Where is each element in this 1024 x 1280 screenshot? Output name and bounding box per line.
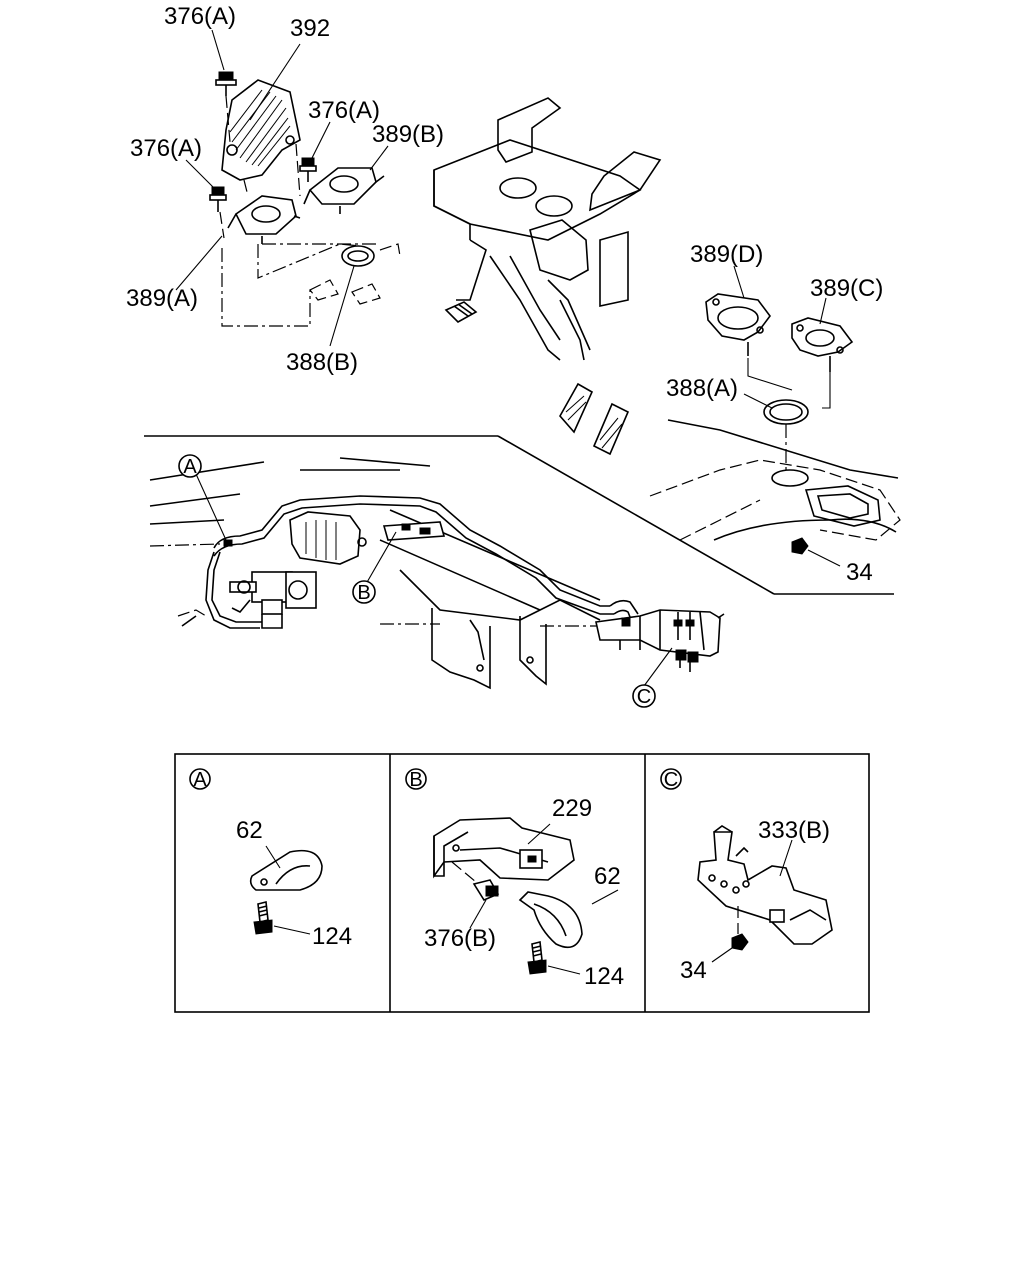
cover-392: [221, 79, 301, 181]
detail-b-letter: B: [409, 769, 422, 791]
callout-b-circle: [352, 580, 376, 604]
label-376a-left: 376(A): [130, 135, 202, 162]
detail-b-label-376b: 376(B): [424, 925, 496, 952]
detail-a-letter: A: [193, 769, 207, 791]
label-376a-right: 376(A): [308, 97, 380, 124]
detail-a: [189, 768, 323, 935]
callout-c-label: C: [637, 686, 651, 708]
detail-b: [405, 768, 619, 975]
part-labels: 376(A) 392 376(A) 376(A) 389(B) 389(A) 3…: [126, 3, 883, 990]
detail-a-label-62: 62: [236, 817, 263, 844]
bracket-389a: [234, 195, 297, 235]
nut-34-c: [731, 933, 749, 951]
pedal-bracket-assembly: [175, 29, 401, 347]
detail-a-label-124: 124: [312, 923, 352, 950]
accelerator-pedal: [559, 382, 594, 434]
nut-34: [791, 537, 809, 555]
detail-c-label-333b: 333(B): [758, 817, 830, 844]
cab-floor-structure: [433, 97, 662, 361]
clamp-62-a: [249, 849, 323, 891]
label-389b: 389(B): [372, 121, 444, 148]
housing: [289, 511, 361, 565]
floor-seal-assembly: [559, 265, 901, 567]
detail-c-label-34: 34: [680, 957, 707, 984]
label-392: 392: [290, 15, 330, 42]
label-389c: 389(C): [810, 275, 883, 302]
detail-panels: [174, 753, 870, 1013]
label-388b: 388(B): [286, 349, 358, 376]
label-34-main: 34: [846, 559, 873, 586]
detail-c: [660, 768, 833, 963]
bracket-389b: [308, 167, 377, 205]
bolt-376a-top: [215, 71, 237, 96]
callout-b-label: B: [357, 582, 370, 604]
detail-b-label-62: 62: [594, 863, 621, 890]
detail-b-label-229: 229: [552, 795, 592, 822]
detail-b-label-124: 124: [584, 963, 624, 990]
label-389a: 389(A): [126, 285, 198, 312]
pipe-routing-assembly: [149, 454, 725, 708]
bracket-c-assembly: [595, 609, 725, 672]
label-389d: 389(D): [690, 241, 763, 268]
label-376a-top: 376(A): [164, 3, 236, 30]
brake-pedal: [592, 402, 630, 456]
clamp-62-b: [518, 891, 583, 949]
gasket-388b: [341, 245, 375, 267]
detail-c-letter: C: [664, 769, 678, 791]
label-388a: 388(A): [666, 375, 738, 402]
callout-a-circle: [178, 454, 202, 478]
callout-c-circle: [632, 684, 656, 708]
callout-a-label: A: [183, 456, 197, 478]
view-divider: [144, 435, 894, 595]
bracket-333b: [697, 831, 833, 945]
valve-assembly: [229, 571, 317, 629]
